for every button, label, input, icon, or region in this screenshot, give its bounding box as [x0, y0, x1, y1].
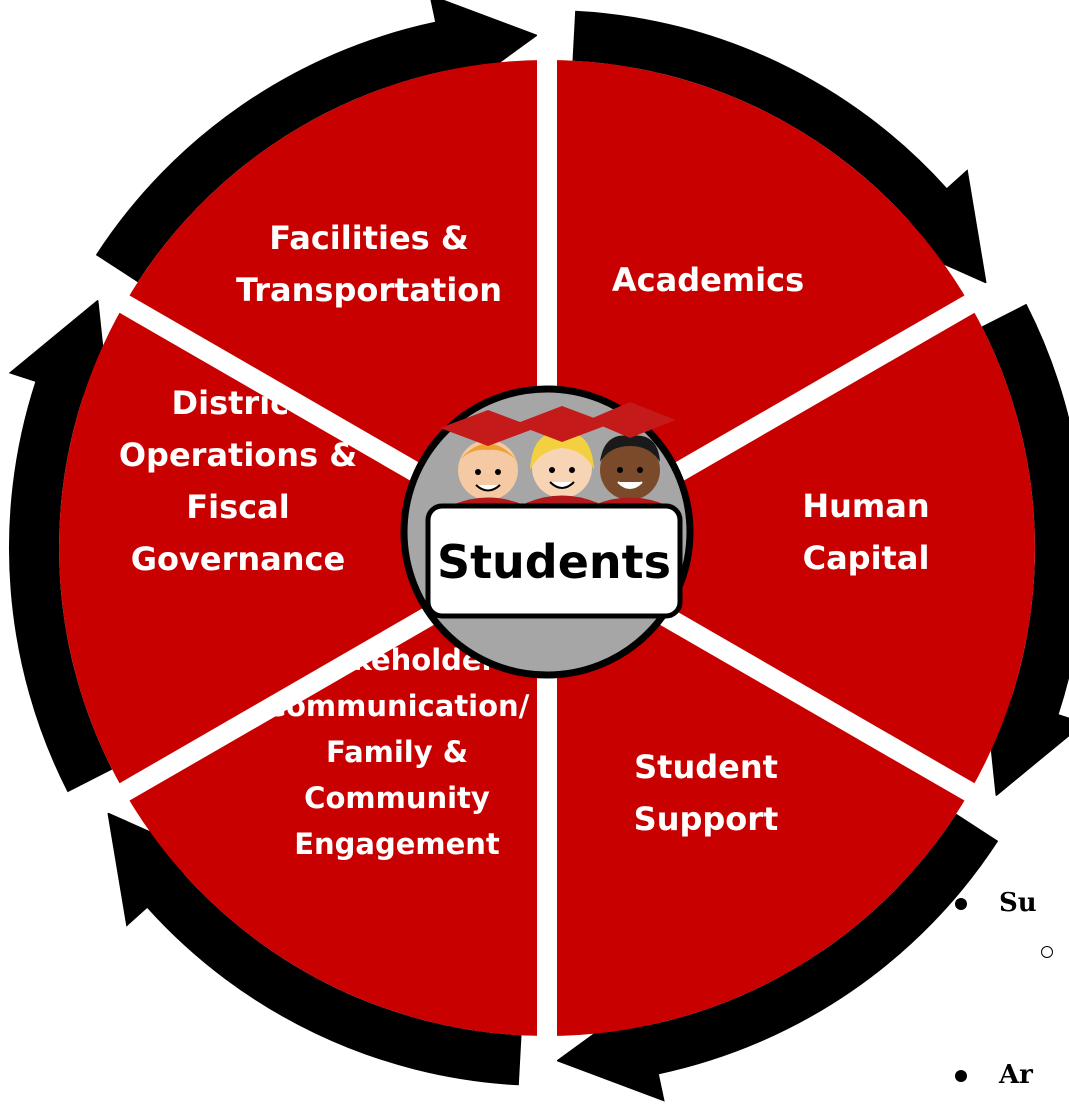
segment-label-line: Transportation [236, 271, 502, 309]
bullet-item: Ar [955, 1060, 1033, 1090]
segment-human-capital [547, 304, 1035, 792]
segment-label-line: Engagement [294, 827, 500, 861]
students-hub: Students [400, 385, 694, 679]
partial-bullet-list: Su Ar [955, 880, 1069, 1108]
bullet-dot [955, 1070, 967, 1082]
cycle-arrow-human-capital [981, 303, 1069, 797]
segment-label-line: Governance [131, 540, 345, 578]
segment-label-facilities-transportation: Facilities & Transportation [236, 219, 502, 309]
segment-label-line: Operations & [119, 436, 357, 474]
cycle-arrow-facilities-transportation [95, 0, 538, 283]
sub-bullet-circle [1041, 946, 1053, 958]
segment-label-line: Capital [803, 539, 930, 577]
bullet-text: Su [999, 888, 1037, 918]
cycle-arrow-academics [572, 10, 987, 284]
bullet-text: Ar [999, 1060, 1033, 1090]
bullet-dot [955, 898, 967, 910]
segment-label-line: Fiscal [186, 488, 289, 526]
segment-label-line: Family & [326, 735, 468, 769]
segment-facilities-transportation [124, 60, 548, 548]
segment-label-line: Human [802, 487, 929, 525]
segment-label-academics: Academics [612, 261, 804, 299]
segment-label-line: Community [304, 781, 490, 815]
segment-student-support [547, 548, 970, 1036]
bullet-item: Su [955, 888, 1037, 918]
segment-stakeholder-communication [124, 548, 548, 1036]
cycle-arrow-student-support [556, 813, 999, 1102]
students-label-box [425, 503, 683, 619]
segment-label-line: Academics [612, 261, 804, 299]
segment-label-line: Student [634, 748, 778, 786]
center-label: Students [437, 535, 671, 589]
segment-district-operations [59, 304, 547, 792]
sub-bullet-item [1041, 936, 1053, 966]
segment-label-line: Facilities & [269, 219, 469, 257]
segment-label-line: Support [634, 800, 779, 838]
cycle-arrow-stakeholder-communication [107, 812, 522, 1086]
cycle-arrow-ring [8, 0, 1069, 1102]
cycle-arrow-district-operations [8, 299, 113, 793]
